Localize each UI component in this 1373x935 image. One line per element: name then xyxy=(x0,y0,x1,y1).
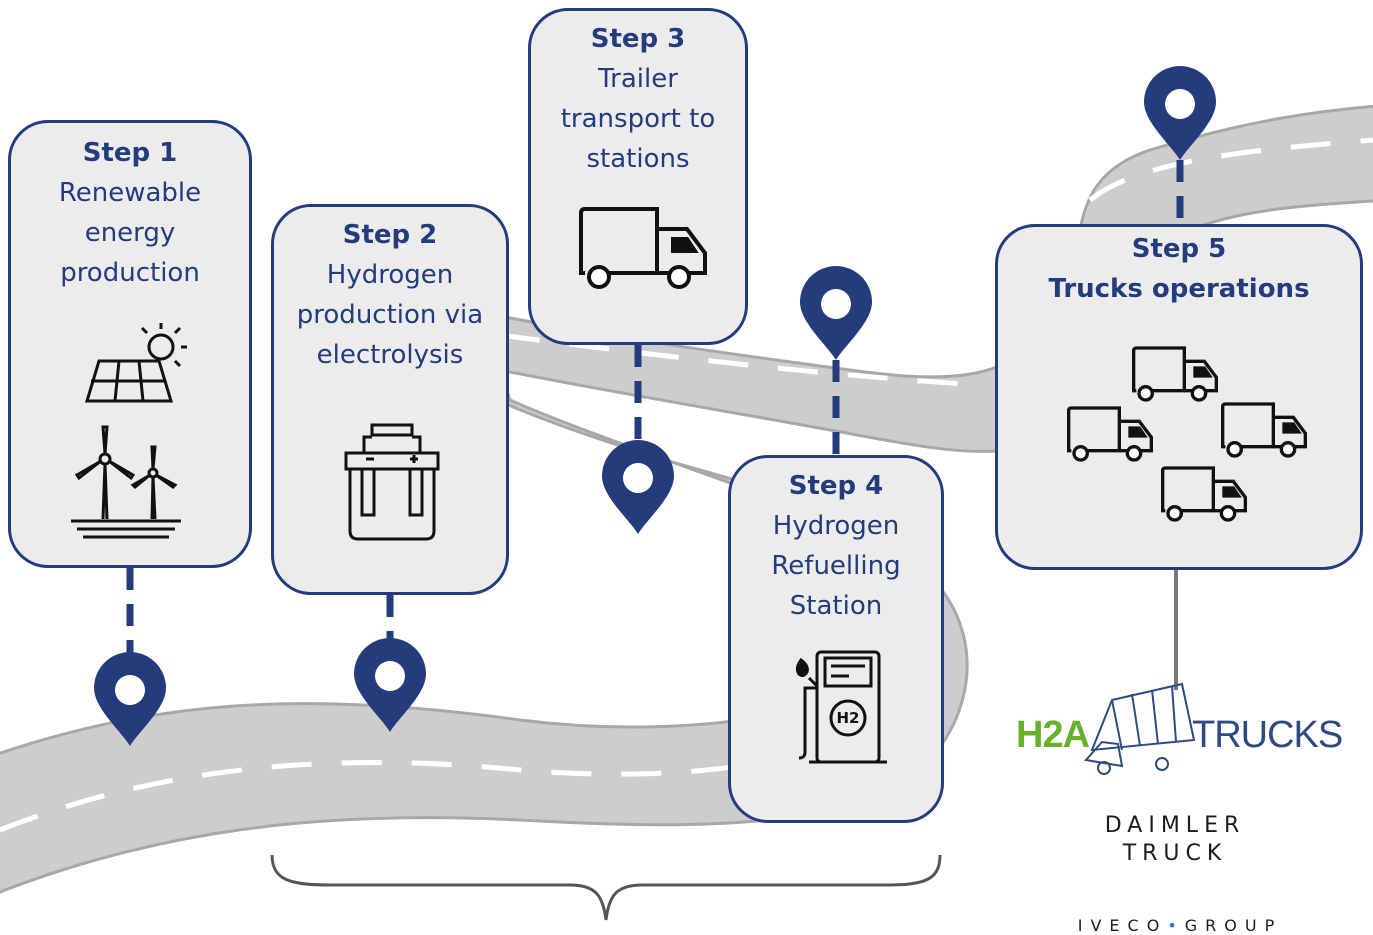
step-title: Step 1 xyxy=(82,138,178,168)
h2-label: H2 xyxy=(836,709,860,727)
map-pin-icon xyxy=(1144,66,1216,160)
step-title: Step 3 xyxy=(590,24,686,54)
step-title: Step 4 xyxy=(788,471,884,501)
map-pin-icon xyxy=(602,440,674,534)
truck-text: TRUCK xyxy=(1122,841,1228,866)
iveco-dot: • xyxy=(1167,916,1185,935)
truck-icon xyxy=(1221,402,1307,458)
truck-icon xyxy=(1161,466,1247,522)
electrolyzer-icon xyxy=(344,423,440,541)
step-description: Trailer transport to stations xyxy=(560,64,716,174)
logo-truck-graphic xyxy=(1084,682,1196,775)
step-card-1: Step 1 Renewable energy production xyxy=(8,120,252,568)
step-title: Step 2 xyxy=(342,220,438,250)
step-description: Trucks operations xyxy=(1048,274,1310,304)
map-pin-icon xyxy=(354,638,426,732)
group-text: GROUP xyxy=(1184,916,1283,935)
wind-turbine-icon xyxy=(71,425,181,539)
h2-fuel-pump-icon xyxy=(795,650,887,764)
map-pin-icon xyxy=(800,266,872,360)
iveco-text: IVECO xyxy=(1077,916,1168,935)
truck-icon xyxy=(1067,406,1153,462)
map-pins xyxy=(94,66,1216,746)
daimler-text: DAIMLER xyxy=(1104,813,1246,838)
step-description: Hydrogen production via electrolysis xyxy=(296,260,484,370)
step-description: Hydrogen Refuelling Station xyxy=(771,511,901,621)
road-centerline-right xyxy=(1088,137,1373,202)
h2a-text: H2A xyxy=(1016,714,1090,756)
road-centerline-lower xyxy=(0,688,913,833)
grouping-brace xyxy=(270,854,942,921)
road-centerline-upper xyxy=(499,332,981,388)
step-card-2: Step 2 Hydrogen production via electroly… xyxy=(271,204,509,595)
step-card-4: Step 4 Hydrogen Refuelling Station H2 xyxy=(728,455,944,823)
step-description: Renewable energy production xyxy=(58,178,202,288)
step-card-3: Step 3 Trailer transport to stations xyxy=(528,8,748,345)
h2atrucks-logo: H2A TRUCKS xyxy=(1012,680,1352,780)
truck-icon xyxy=(579,207,707,289)
step-title: Step 5 xyxy=(1131,234,1227,264)
daimler-truck-logo: DAIMLER TRUCK xyxy=(1080,812,1270,868)
step-card-5: Step 5 Trucks operations xyxy=(995,224,1363,570)
truck-icon xyxy=(1132,346,1218,402)
map-pin-icon xyxy=(94,652,166,746)
trucks-text: TRUCKS xyxy=(1192,714,1343,756)
connectors xyxy=(126,160,1184,660)
solar-panel-icon xyxy=(84,323,187,403)
iveco-group-logo: IVECO•GROUP xyxy=(1040,916,1320,935)
